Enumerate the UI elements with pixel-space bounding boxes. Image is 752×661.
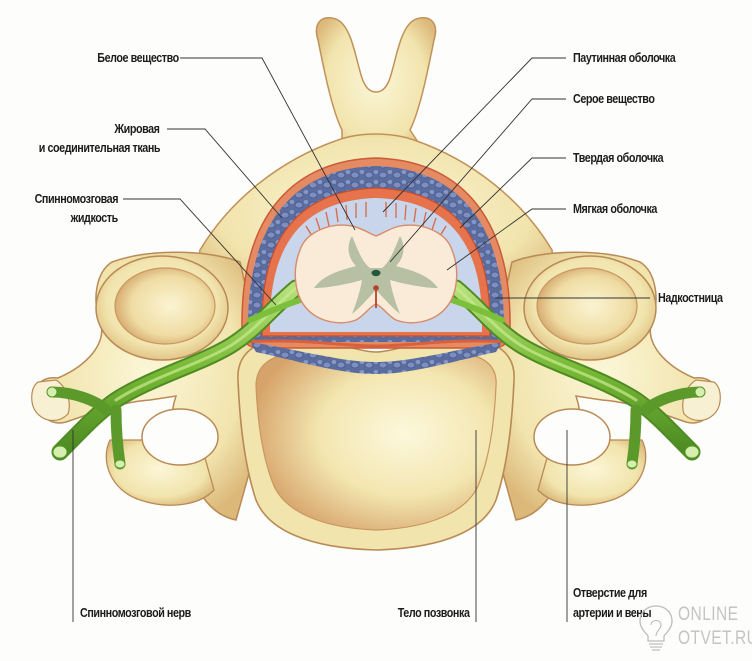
label-gray-matter: Серое вещество (573, 92, 655, 106)
watermark-line1: ONLINE (678, 604, 739, 625)
watermark: ONLINE OTVET.RU (636, 603, 752, 653)
watermark-line2: OTVET.RU (678, 628, 752, 649)
vertebral-body (237, 337, 515, 551)
left-transverse-foramen (141, 408, 219, 466)
label-white-matter: Белое вещество (97, 51, 179, 65)
leader-lines (72, 57, 650, 622)
label-fat-tissue-line2: и соединительная ткань (38, 141, 161, 155)
spinal-nerve-left (46, 279, 305, 470)
right-transverse-foramen (533, 408, 611, 466)
label-dura: Твердая оболочка (573, 151, 664, 165)
label-foramen-line2: артерии и вены (573, 606, 652, 620)
label-arachnoid: Паутинная оболочка (573, 51, 676, 65)
leader-dura (459, 157, 566, 229)
spinous-process (315, 17, 437, 161)
label-csf-line1: Спинномозговая (34, 192, 119, 206)
label-periosteum: Надкостница (658, 291, 723, 305)
central-canal (371, 269, 381, 277)
label-csf-line2: жидкость (70, 211, 119, 225)
label-vertebral-body: Тело позвонка (397, 606, 469, 620)
anterior-epidural-fat (250, 342, 502, 374)
leader-csf (123, 198, 277, 306)
leader-fat-tissue (167, 128, 283, 219)
leader-pia (446, 208, 566, 271)
label-pia: Мягкая оболочка (573, 202, 657, 216)
spinal-cord (294, 224, 458, 324)
leader-arachnoid (382, 57, 566, 213)
right-articular-facet (523, 255, 657, 361)
leader-white-matter (180, 57, 356, 231)
arachnoid-trabeculae (305, 202, 447, 237)
leader-gray-matter (389, 98, 566, 263)
spinal-nerve-right (447, 279, 706, 470)
lightbulb-icon (639, 605, 673, 651)
left-articular-facet (95, 255, 229, 361)
label-spinal-nerve: Спинномозговой нерв (80, 606, 191, 620)
label-fat-tissue-line1: Жировая (114, 122, 161, 136)
anterior-spinal-artery (373, 285, 379, 291)
anterior-dura-line (245, 339, 507, 348)
label-foramen-line1: Отверстие для (573, 586, 647, 600)
